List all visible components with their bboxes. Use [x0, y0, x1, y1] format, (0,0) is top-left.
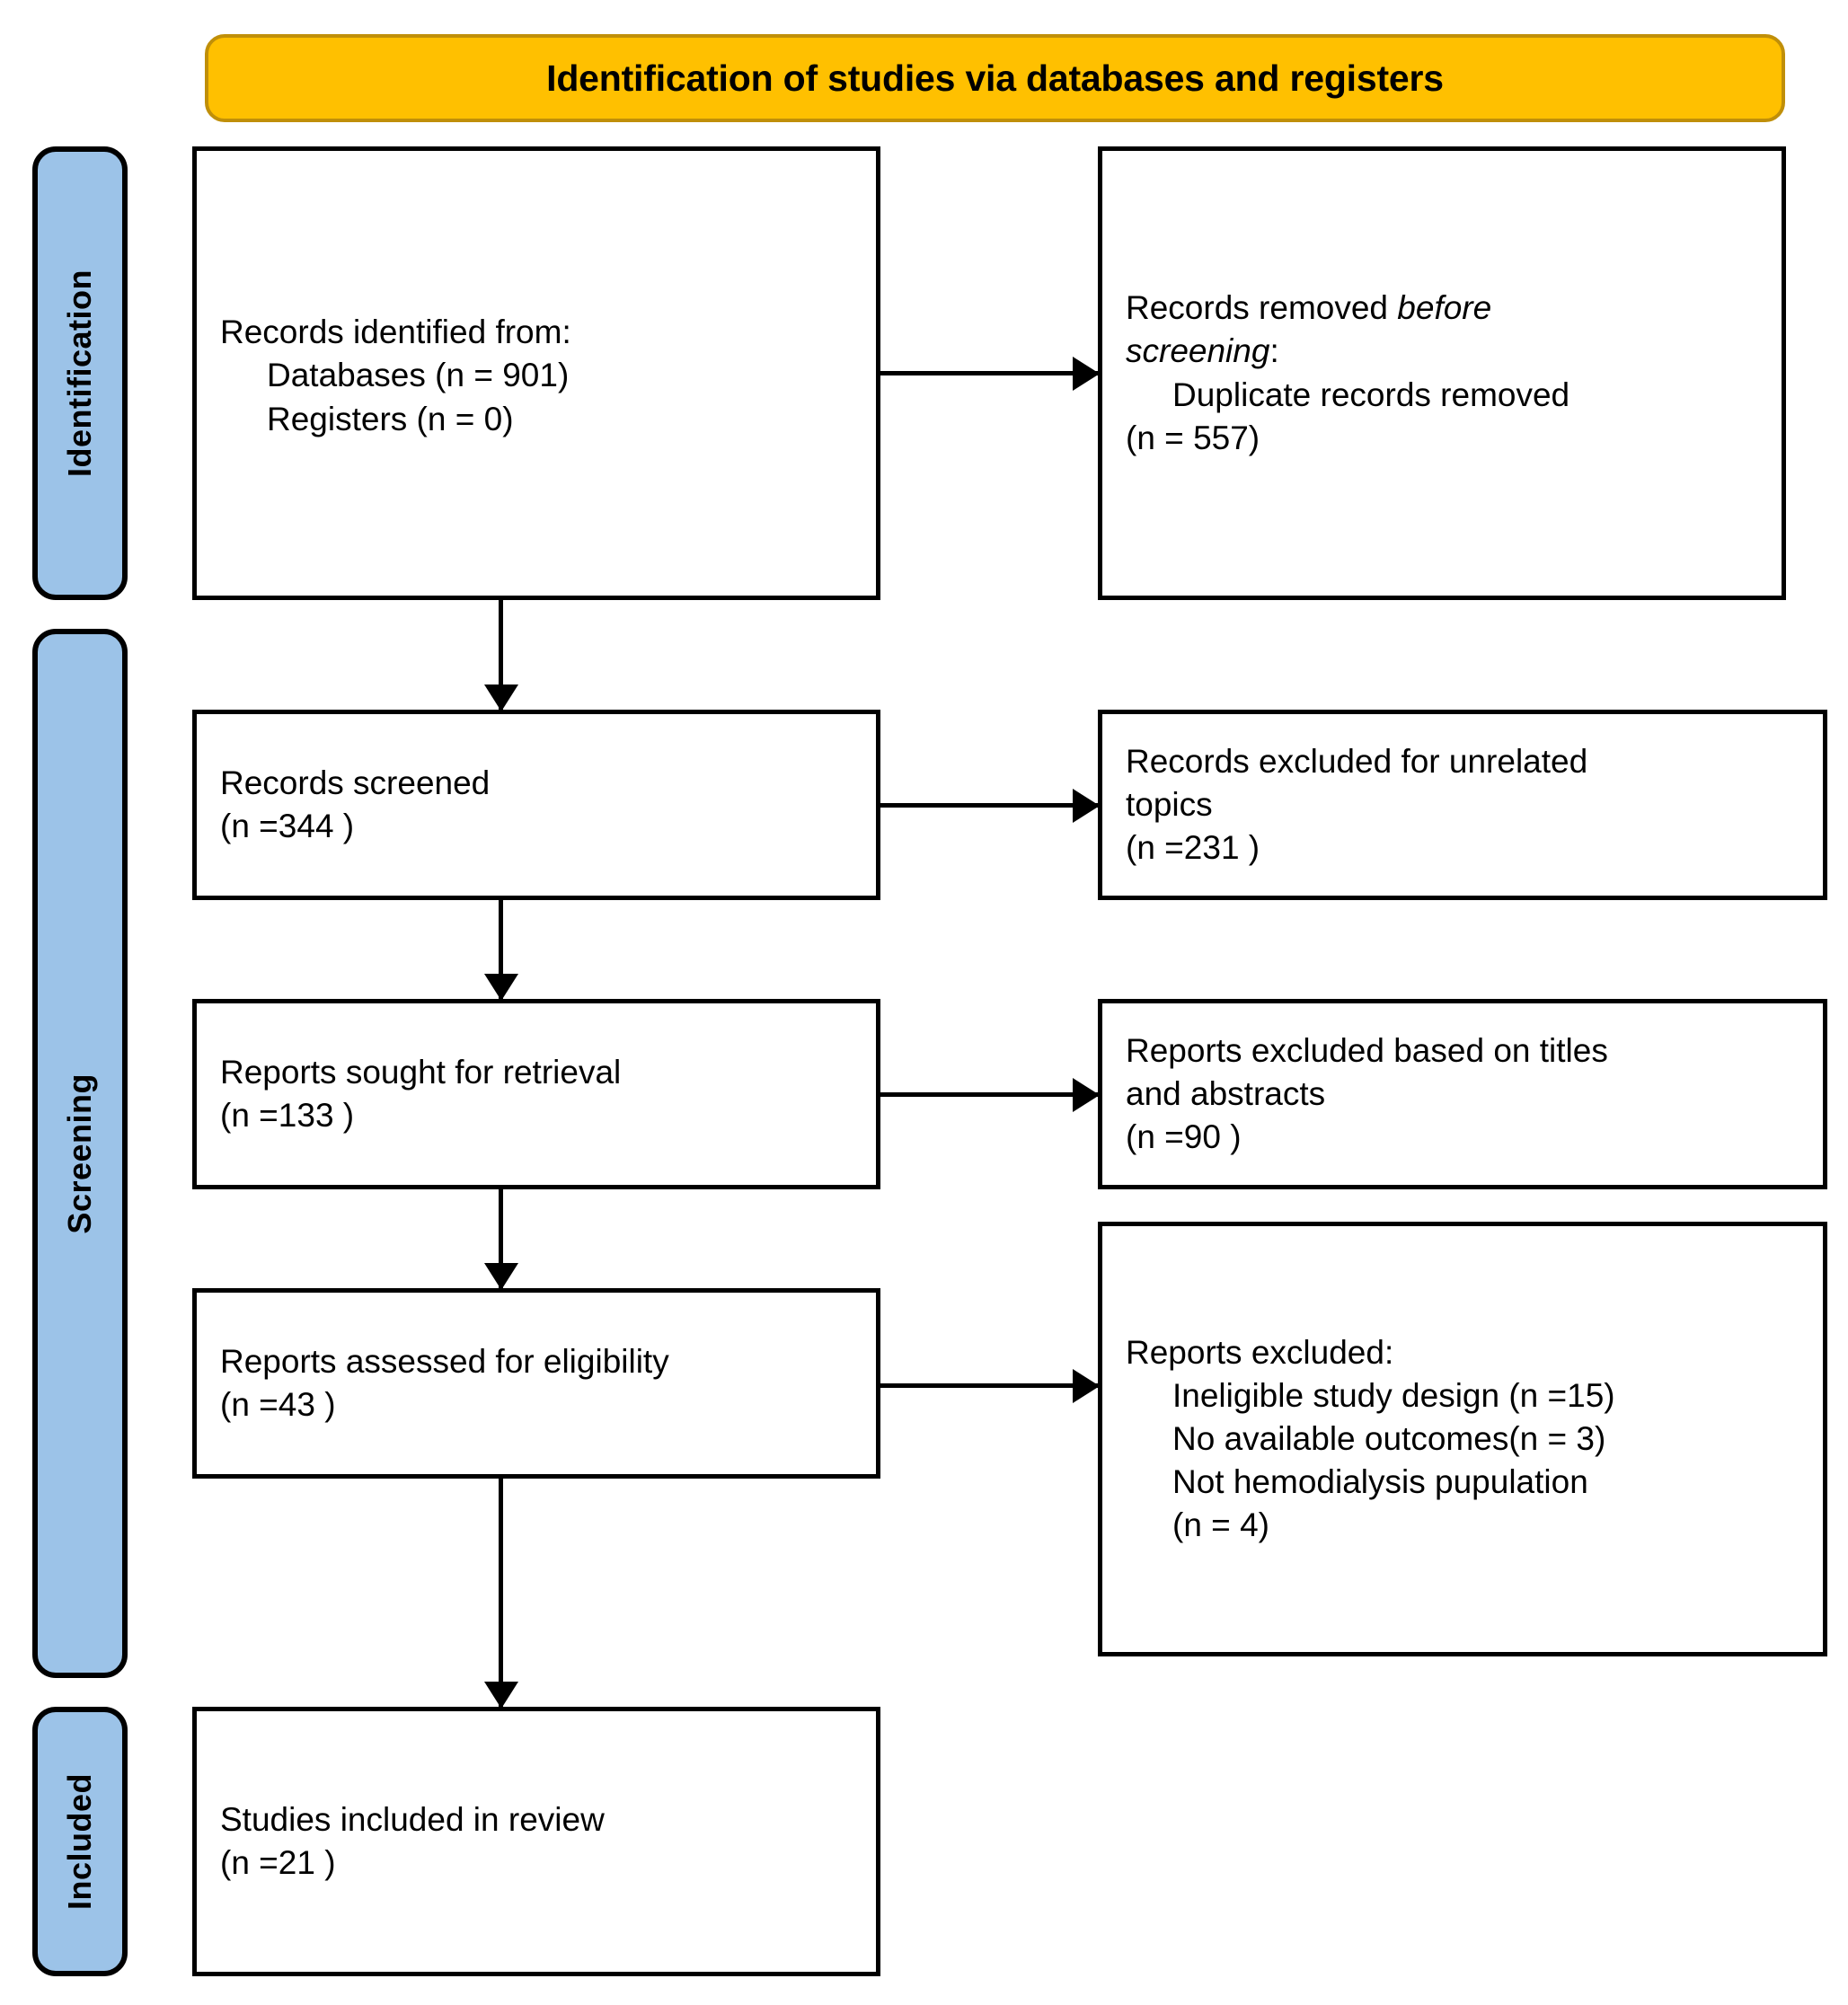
arrow-sought-to-assessed [499, 1189, 503, 1288]
arrow-assessed-to-excluded-reports [880, 1383, 1098, 1388]
records-removed-duplicates: Duplicate records removed [1172, 375, 1570, 413]
diagram-title: Identification of studies via databases … [546, 57, 1444, 99]
reports-excluded-ineligible-design: Ineligible study design (n =15) [1172, 1376, 1615, 1414]
box-records-screened: Records screened (n =344 ) [192, 710, 880, 900]
stage-label-screening-text: Screening [61, 1073, 98, 1234]
box-reports-excluded-reasons: Reports excluded: Ineligible study desig… [1098, 1222, 1827, 1656]
records-identified-line-1: Records identified from: [220, 314, 571, 351]
records-screened-count: (n =344 ) [220, 808, 355, 844]
records-removed-colon: : [1269, 332, 1279, 370]
box-records-identified: Records identified from: Databases (n = … [192, 146, 880, 600]
reports-excluded-titles-line-1: Reports excluded based on titles [1126, 1031, 1608, 1069]
box-reports-assessed-for-eligibility: Reports assessed for eligibility (n =43 … [192, 1288, 880, 1479]
stage-label-included: Included [32, 1707, 128, 1976]
records-excluded-topics-line-2: topics [1126, 785, 1213, 823]
stage-label-identification-text: Identification [61, 269, 98, 477]
stage-label-identification: Identification [32, 146, 128, 600]
box-records-removed-before-screening: Records removed before screening: Duplic… [1098, 146, 1786, 600]
box-reports-excluded-titles-abstracts: Reports excluded based on titles and abs… [1098, 999, 1827, 1189]
reports-excluded-titles-line-2: and abstracts [1126, 1074, 1326, 1112]
reports-assessed-count: (n =43 ) [220, 1386, 336, 1423]
box-studies-included-in-review: Studies included in review (n =21 ) [192, 1707, 880, 1976]
reports-sought-label: Reports sought for retrieval [220, 1053, 622, 1091]
arrow-identified-to-screened [499, 600, 503, 710]
records-removed-screening-emphasis: screening [1126, 332, 1270, 370]
reports-excluded-not-hemodialysis: Not hemodialysis pupulation [1172, 1463, 1588, 1501]
records-identified-databases: Databases (n = 901) [267, 357, 570, 394]
records-removed-before-emphasis: before [1397, 289, 1492, 327]
stage-label-included-text: Included [61, 1772, 98, 1910]
reports-excluded-titles-count: (n =90 ) [1126, 1118, 1242, 1156]
reports-assessed-label: Reports assessed for eligibility [220, 1342, 669, 1380]
studies-included-label: Studies included in review [220, 1800, 605, 1838]
stage-label-screening: Screening [32, 629, 128, 1678]
records-screened-label: Records screened [220, 764, 491, 801]
arrow-screened-to-excluded-topics [880, 803, 1098, 808]
arrow-assessed-to-included [499, 1479, 503, 1707]
reports-excluded-not-hemodialysis-count: (n = 4) [1172, 1506, 1269, 1544]
records-identified-registers: Registers (n = 0) [267, 400, 514, 437]
arrow-sought-to-excluded-titles [880, 1092, 1098, 1097]
records-removed-count: (n = 557) [1126, 419, 1260, 456]
reports-excluded-no-outcomes: No available outcomes(n = 3) [1172, 1419, 1606, 1457]
box-reports-sought-for-retrieval: Reports sought for retrieval (n =133 ) [192, 999, 880, 1189]
records-excluded-topics-count: (n =231 ) [1126, 829, 1260, 867]
studies-included-count: (n =21 ) [220, 1844, 336, 1881]
records-excluded-topics-line-1: Records excluded for unrelated [1126, 742, 1588, 780]
arrow-screened-to-sought [499, 900, 503, 999]
records-removed-line-1a: Records removed [1126, 289, 1398, 327]
arrow-identified-to-removed [880, 371, 1098, 375]
reports-sought-count: (n =133 ) [220, 1097, 355, 1134]
box-records-excluded-unrelated-topics: Records excluded for unrelated topics (n… [1098, 710, 1827, 900]
diagram-title-banner: Identification of studies via databases … [205, 34, 1785, 122]
reports-excluded-heading: Reports excluded: [1126, 1333, 1394, 1371]
